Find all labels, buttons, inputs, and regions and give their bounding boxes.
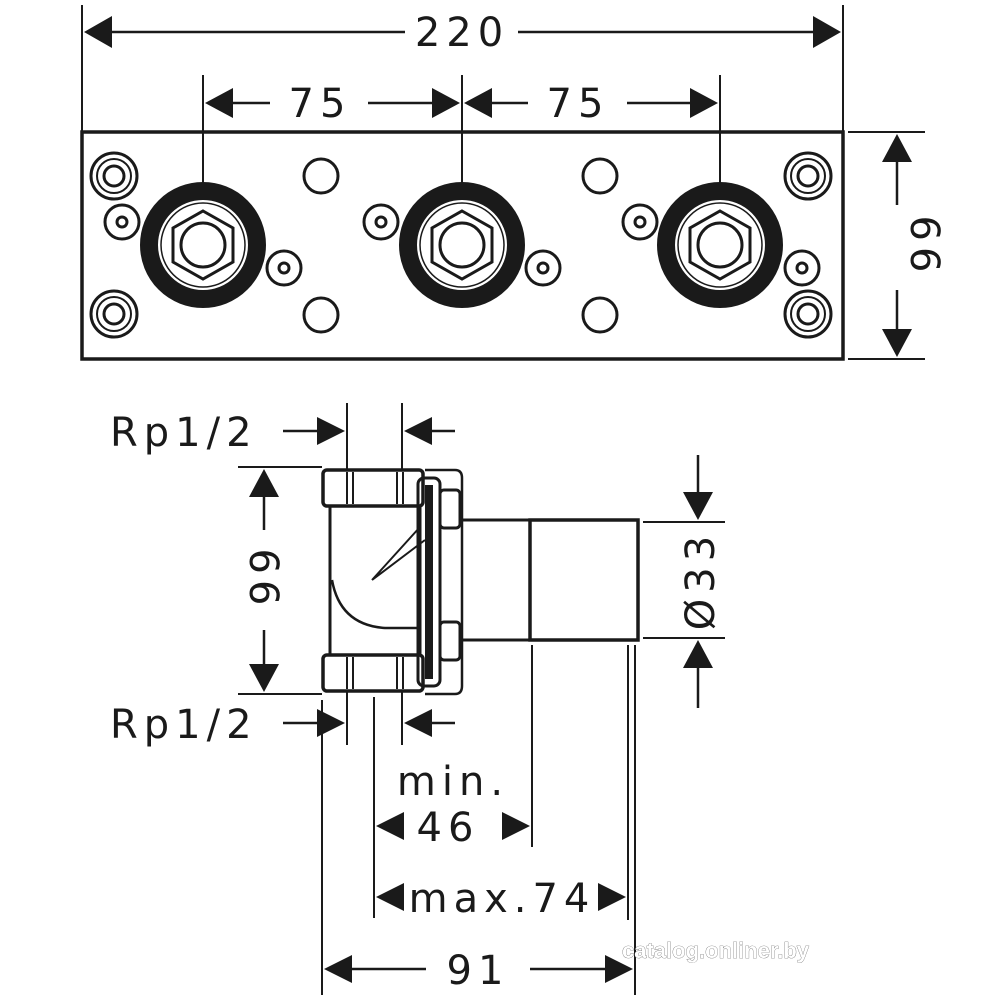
valve-body <box>321 468 464 696</box>
corner-fitting <box>89 289 139 339</box>
outlet-connector-left <box>140 182 266 308</box>
dim-label-75-right: 75 <box>547 81 610 127</box>
thread-label-top: Rp1/2 <box>110 410 258 456</box>
dim-label-66-top: 66 <box>901 216 947 279</box>
screw-hole <box>621 203 659 241</box>
dimension-220 <box>84 16 841 48</box>
dim-label-min: min. <box>397 759 509 805</box>
corner-fitting <box>783 151 833 201</box>
corner-fitting <box>89 151 139 201</box>
dimension-66-top-view <box>848 131 925 360</box>
mounting-hole <box>581 157 619 195</box>
dimension-75-right <box>464 88 718 118</box>
screw-hole <box>265 249 303 287</box>
dim-label-75-left: 75 <box>289 81 352 127</box>
corner-fitting <box>783 289 833 339</box>
cartridge <box>462 518 640 642</box>
screw-hole <box>783 249 821 287</box>
mounting-hole <box>302 157 340 195</box>
mounting-hole <box>581 296 619 334</box>
dim-label-46: 46 <box>417 805 480 851</box>
screw-hole <box>103 203 141 241</box>
top-view <box>80 5 925 361</box>
screw-hole <box>362 203 400 241</box>
dim-label-66-side: 66 <box>240 549 286 612</box>
outlet-connector-center <box>399 182 525 308</box>
dim-label-max-74: max.74 <box>409 876 596 922</box>
side-view <box>238 403 725 995</box>
dim-label-diameter: Ø33 <box>678 530 724 630</box>
outlet-connector-right <box>657 182 783 308</box>
dimension-75-left <box>205 88 460 118</box>
mounting-plate <box>80 130 845 361</box>
mounting-hole <box>302 296 340 334</box>
watermark: catalog.onliner.by <box>622 938 810 963</box>
dim-label-91: 91 <box>447 948 510 994</box>
thread-label-bottom: Rp1/2 <box>110 702 258 748</box>
screw-hole <box>524 249 562 287</box>
dim-label-220: 220 <box>415 10 509 56</box>
